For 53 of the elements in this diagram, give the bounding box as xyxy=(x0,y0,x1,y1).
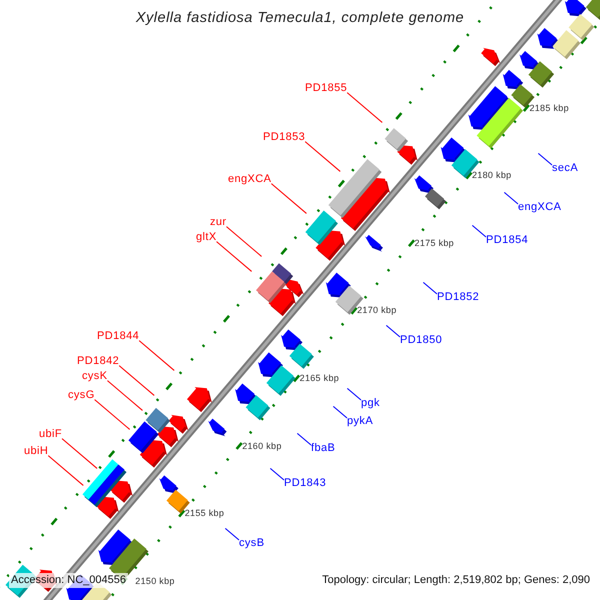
leader-line xyxy=(504,192,518,204)
leader-line xyxy=(106,380,143,411)
genome-stats-label: Topology: circular; Length: 2,519,802 bp; Genes: 2,090 xyxy=(320,573,592,588)
gene-label: engXCA xyxy=(228,173,272,186)
leader-line xyxy=(270,183,307,214)
leader-line xyxy=(138,340,175,371)
leader-line xyxy=(118,365,155,396)
chart-title: Xylella fastidiosa Temecula1, complete genome xyxy=(134,10,466,27)
scale-label: 2170 kbp xyxy=(357,305,397,316)
gene-label: ubiH xyxy=(24,445,48,458)
leader-line xyxy=(216,241,252,272)
gene-label: gltX xyxy=(196,231,217,244)
gene-label: PD1850 xyxy=(400,334,442,347)
scale-label: 2165 kbp xyxy=(300,372,340,384)
gene-label: PD1843 xyxy=(284,477,326,490)
gene-label: pgk xyxy=(361,397,380,410)
leader-line xyxy=(224,528,240,540)
scale-label: 2160 kbp xyxy=(242,440,282,451)
gene-label: fbaB xyxy=(311,442,336,455)
leader-line xyxy=(346,92,383,123)
leader-line xyxy=(94,399,130,430)
leader-line xyxy=(422,282,438,294)
leader-line xyxy=(296,432,312,446)
accession-label: Accession: NC_004556 xyxy=(9,573,128,588)
leader-line xyxy=(538,152,552,166)
scale-label: 2155 kbp xyxy=(184,508,224,518)
scale-label: 2185 kbp xyxy=(529,102,569,113)
gene-label: secA xyxy=(552,162,578,175)
scale-label: 2150 kbp xyxy=(135,576,175,586)
leader-line xyxy=(226,226,262,257)
leader-line xyxy=(386,324,400,338)
scale-label: 2175 kbp xyxy=(414,238,454,248)
gene-label: cysG xyxy=(68,389,95,402)
leader-line xyxy=(48,455,84,486)
gene-label: PD1844 xyxy=(97,330,140,343)
gene-label: PD1855 xyxy=(305,82,348,95)
leader-line xyxy=(62,438,98,469)
gene-label: PD1853 xyxy=(263,131,306,144)
leader-line xyxy=(472,224,486,238)
leader-line xyxy=(346,388,362,400)
leader-line xyxy=(332,406,348,418)
gene-label: cysB xyxy=(239,537,264,550)
gene-label: PD1842 xyxy=(77,355,120,368)
gene-label: ubiF xyxy=(39,428,62,441)
gene-label: pykA xyxy=(347,415,374,428)
leader-line xyxy=(304,141,341,172)
leader-line xyxy=(270,468,284,480)
gene-label: PD1854 xyxy=(486,234,528,247)
scale-label: 2180 kbp xyxy=(472,170,512,181)
gene-label: engXCA xyxy=(518,201,562,214)
gene-label: cysK xyxy=(82,370,108,383)
gene-label: zur xyxy=(210,216,226,229)
gene-label: PD1852 xyxy=(437,291,480,304)
